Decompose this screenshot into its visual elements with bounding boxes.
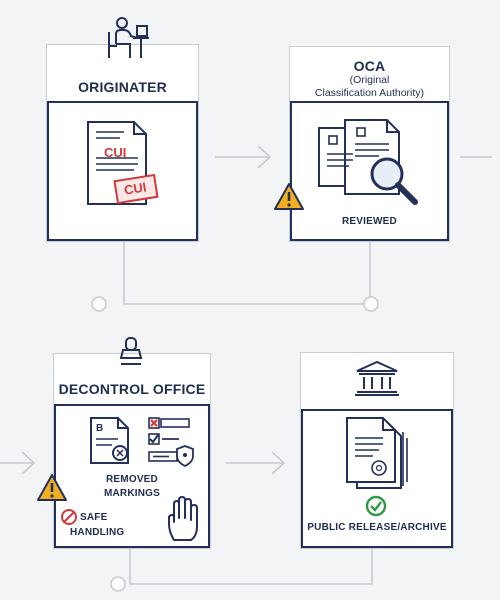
removed-markings-2: MARKINGS (103, 488, 161, 499)
decontrol-title: DECONTROL OFFICE (58, 381, 206, 397)
cui-doc-mark: CUI (104, 145, 127, 160)
warning-icon (37, 474, 67, 501)
warning-icon (274, 183, 304, 210)
svg-text:B: B (96, 423, 103, 434)
person-at-desk-icon (108, 17, 149, 58)
oca-status: REVIEWED (342, 216, 397, 227)
release-status: PUBLIC RELEASE/ARCHIVE (307, 522, 447, 533)
oca-subtitle-2: Classification Authority) (314, 87, 425, 99)
prohibited-icon (61, 509, 77, 525)
oca-subtitle-1: (Original (349, 74, 390, 86)
government-building-icon (355, 360, 399, 396)
removed-markings-1: REMOVED (106, 474, 158, 485)
document-icon: B (90, 417, 129, 464)
cui-document-icon (87, 121, 159, 205)
safe-handling-2: HANDLING (70, 527, 125, 538)
document-review-icon (318, 119, 418, 205)
check-circle-icon (365, 495, 387, 517)
originater-title: ORIGINATER (78, 79, 167, 95)
hand-stop-icon (168, 496, 198, 541)
checklist-icon (148, 417, 194, 468)
oca-title: OCA (353, 58, 386, 74)
safe-handling-1: SAFE (80, 512, 108, 523)
rubber-stamp-icon (119, 337, 143, 365)
archive-document-icon (346, 417, 408, 489)
